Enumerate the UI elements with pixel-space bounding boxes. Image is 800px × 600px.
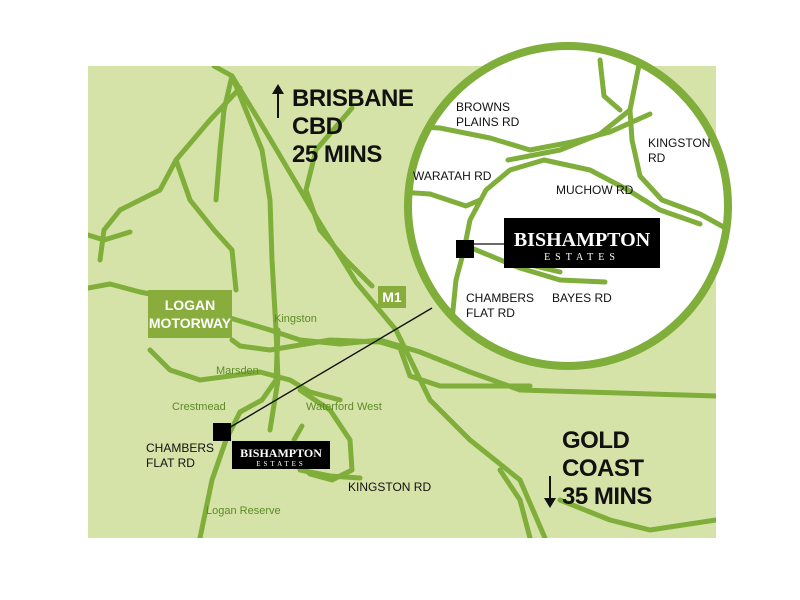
- estate-marker: [213, 423, 231, 441]
- bishampton-logo: BISHAMPTON ESTATES: [232, 441, 330, 469]
- cbd-label: CBD: [292, 113, 343, 140]
- label-kingston-rd-1: KINGSTON: [648, 136, 710, 150]
- inset-border: [404, 42, 732, 370]
- label-inset-chambers-flat-rd-2: FLAT RD: [466, 306, 515, 320]
- brisbane-label: BRISBANE: [292, 85, 414, 112]
- gold-coast-time-label: 35 MINS: [562, 483, 652, 510]
- m1-shield-badge: M1: [378, 286, 406, 308]
- gold-label: GOLD: [562, 427, 629, 454]
- brisbane-time-label: 25 MINS: [292, 141, 382, 168]
- label-kingston-rd-main: KINGSTON RD: [348, 480, 431, 494]
- logan-motorway-line2: MOTORWAY: [149, 315, 232, 331]
- logo-sub: ESTATES: [256, 460, 306, 468]
- label-bayes-rd: BAYES RD: [552, 291, 612, 305]
- inset-connector-line: [221, 307, 433, 433]
- suburb-kingston: Kingston: [274, 313, 317, 325]
- coast-label: COAST: [562, 455, 644, 482]
- logan-motorway-line1: LOGAN: [165, 297, 216, 313]
- label-inset-chambers-flat-rd-1: CHAMBERS: [466, 291, 534, 305]
- inset-estate-marker: [456, 240, 474, 258]
- logo-name: BISHAMPTON: [240, 446, 322, 460]
- m1-label: M1: [382, 289, 402, 305]
- suburb-logan-reserve: Logan Reserve: [206, 505, 281, 517]
- label-chambers-flat-rd-2: FLAT RD: [146, 456, 195, 470]
- suburb-marsden: Marsden: [216, 365, 259, 377]
- direction-brisbane: BRISBANE CBD 25 MINS: [272, 84, 414, 168]
- label-chambers-flat-rd-1: CHAMBERS: [146, 441, 214, 455]
- suburb-crestmead: Crestmead: [172, 401, 226, 413]
- label-muchow-rd: MUCHOW RD: [556, 183, 634, 197]
- suburb-waterford-west: Waterford West: [306, 401, 382, 413]
- inset-logo-sub: ESTATES: [544, 252, 620, 263]
- label-browns-plains-rd-1: BROWNS: [456, 100, 510, 114]
- label-kingston-rd-2: RD: [648, 151, 666, 165]
- inset-map: [404, 42, 732, 370]
- inset-bishampton-logo: BISHAMPTON ESTATES: [504, 218, 660, 268]
- inset-logo-name: BISHAMPTON: [514, 229, 651, 251]
- label-waratah-rd: WARATAH RD: [413, 169, 492, 183]
- direction-gold-coast: GOLD COAST 35 MINS: [544, 427, 653, 510]
- label-browns-plains-rd-2: PLAINS RD: [456, 115, 520, 129]
- logan-motorway-badge: LOGAN MOTORWAY: [148, 290, 232, 338]
